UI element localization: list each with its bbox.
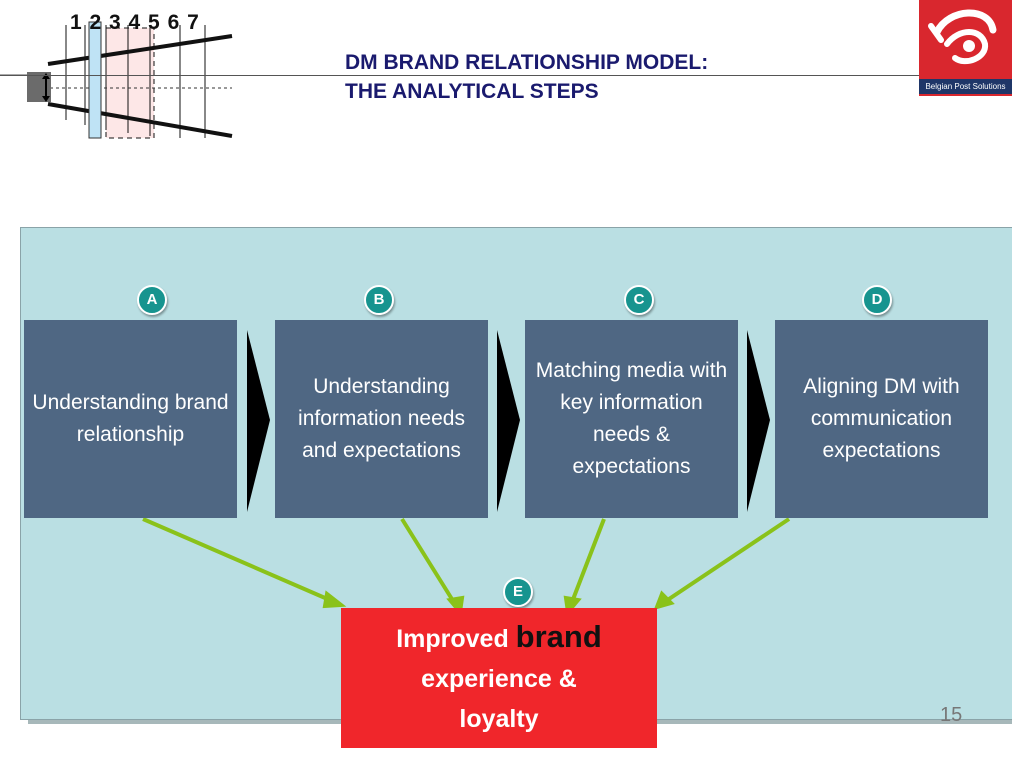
page-title: DM BRAND RELATIONSHIP MODEL: THE ANALYTI… [345,48,865,106]
result-emphasis: brand [515,619,602,654]
mini-funnel-diagram [0,21,233,139]
result-line-3: loyalty [459,705,539,733]
title-divider [0,75,1012,76]
title-line-1: DM BRAND RELATIONSHIP MODEL: [345,51,709,74]
chevron-arrow-2 [497,330,520,512]
step-box-b: Understanding information needs and expe… [275,320,488,518]
result-box: Improved brand experience & loyalty [341,608,657,748]
step-box-a: Understanding brand relationship [24,320,237,518]
result-line-1-text: Improved [396,625,516,653]
belgian-post-logo: Belgian Post Solutions [919,0,1012,96]
mini-blue-bar [88,21,102,139]
result-line-2: experience & [421,665,577,693]
green-arrow-d [664,517,791,603]
post-horn-icon [928,9,997,65]
step-box-c: Matching media with key information need… [525,320,738,518]
step-box-d: Aligning DM with communication expectati… [775,320,988,518]
result-line-1: Improved brand [341,617,657,659]
step-label-c: Matching media with key information need… [535,359,728,478]
step-label-b: Understanding information needs and expe… [298,375,465,462]
green-arrow-b [400,517,457,606]
mini-step-numbers: 1 2 3 4 5 6 7 [70,11,200,34]
page-number: 15 [940,704,963,726]
chevron-arrow-1 [247,330,270,512]
badge-d: D [862,285,892,315]
step-label-d: Aligning DM with communication expectati… [803,375,960,462]
logo-text: Belgian Post Solutions [919,79,1012,94]
badge-b: B [364,285,394,315]
badge-e: E [503,577,533,607]
title-line-2: THE ANALYTICAL STEPS [345,80,599,103]
green-arrow-a [142,517,333,603]
step-label-a: Understanding brand relationship [32,391,229,446]
chevron-arrow-3 [747,330,770,512]
badge-a: A [137,285,167,315]
green-arrow-c [570,518,606,603]
badge-c: C [624,285,654,315]
